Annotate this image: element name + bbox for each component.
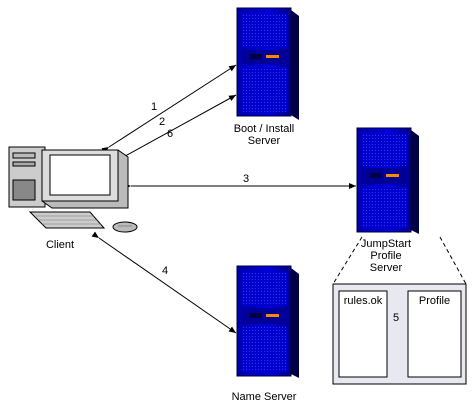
step-6-label: 6: [167, 128, 174, 140]
rules-ok-label: rules.ok: [343, 295, 383, 307]
boot-server-label-line2: Server: [247, 135, 281, 147]
profile-label: Profile: [418, 295, 451, 307]
client-computer: [8, 146, 138, 233]
name-server-tower: [236, 265, 299, 378]
boot-server-tower: [236, 7, 299, 120]
boot-server-label-line1: Boot / Install: [233, 123, 295, 135]
jumpstart-server-label-line1: JumpStart: [360, 238, 412, 250]
client-label: Client: [45, 239, 75, 251]
step-2-label: 2: [159, 116, 166, 128]
name-server-label: Name Server: [231, 391, 297, 403]
jumpstart-server-tower: [356, 127, 419, 234]
jumpstart-server-label: JumpStart Profile Server: [344, 238, 428, 274]
arrow-step-2-6: [110, 94, 237, 167]
step-1-label: 1: [151, 101, 158, 113]
step-5-label: 5: [393, 312, 400, 324]
connection-arrows: [91, 64, 408, 334]
profile-panel: [332, 283, 467, 385]
callout-lines: [332, 236, 467, 285]
step-3-label: 3: [243, 173, 250, 185]
jumpstart-server-label-line2: Profile: [370, 250, 402, 262]
jumpstart-server-label-line3: Server: [369, 262, 403, 274]
boot-server-label: Boot / Install Server: [222, 123, 306, 147]
step-4-label: 4: [162, 265, 169, 277]
arrow-step-4: [91, 231, 237, 334]
